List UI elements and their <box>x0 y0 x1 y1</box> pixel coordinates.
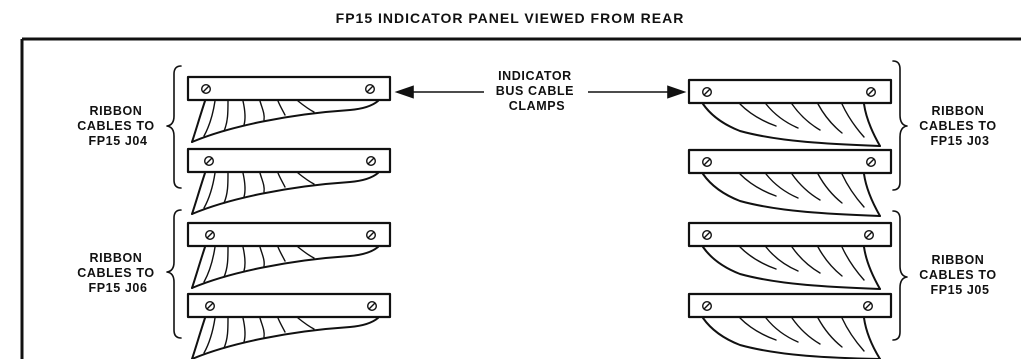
screw-icon <box>366 229 377 240</box>
label-line: RIBBON <box>90 251 143 265</box>
screw-icon <box>866 156 877 167</box>
brace-top-left <box>166 65 182 189</box>
center-label-line: BUS CABLE <box>496 84 574 98</box>
screw-icon <box>702 156 713 167</box>
ribbon-cable-left-4 <box>191 317 379 359</box>
label-line: FP15 J04 <box>88 134 147 148</box>
panel-frame <box>20 37 1021 359</box>
ribbon-cable-left-3 <box>191 246 379 289</box>
clamp-left-4 <box>186 292 392 319</box>
ribbon-cable-left-2 <box>191 172 379 215</box>
screw-icon <box>702 301 713 312</box>
center-label-line: INDICATOR <box>498 69 572 83</box>
screw-icon <box>863 301 874 312</box>
label-line: RIBBON <box>932 104 985 118</box>
screw-icon <box>204 301 215 312</box>
clamp-right-4 <box>687 292 893 319</box>
center-label: INDICATOR BUS CABLE CLAMPS <box>496 69 578 113</box>
ribbon-cable-right-1 <box>702 103 881 147</box>
label-top-right: RIBBON CABLES TO FP15 J03 <box>919 104 1000 148</box>
screw-icon <box>200 83 211 94</box>
right-clamps <box>687 78 893 319</box>
brace-top-right <box>892 60 908 191</box>
clamp-right-2 <box>687 148 893 175</box>
screw-icon <box>702 86 713 97</box>
screw-icon <box>866 86 877 97</box>
screw-icon <box>864 229 875 240</box>
screw-icon <box>366 155 377 166</box>
label-line: FP15 J03 <box>930 134 989 148</box>
ribbon-cables <box>191 100 881 359</box>
ribbon-cable-right-2 <box>702 173 881 217</box>
label-line: CABLES TO <box>919 268 996 282</box>
label-bottom-left: RIBBON CABLES TO FP15 J06 <box>77 251 158 295</box>
clamps <box>186 75 893 319</box>
label-bottom-right: RIBBON CABLES TO FP15 J05 <box>919 253 1000 297</box>
ribbon-cable-right-3 <box>702 246 881 290</box>
clamp-right-1 <box>687 78 893 105</box>
group-braces <box>166 60 908 341</box>
center-arrows <box>394 85 687 99</box>
clamp-left-1 <box>186 75 392 102</box>
clamp-left-2 <box>186 147 392 174</box>
label-line: FP15 J05 <box>930 283 989 297</box>
arrow-right-icon <box>667 85 687 99</box>
clamp-left-3 <box>186 221 392 248</box>
brace-bottom-left <box>166 209 182 339</box>
label-line: CABLES TO <box>77 119 154 133</box>
diagram-title: FP15 INDICATOR PANEL VIEWED FROM REAR <box>336 10 685 26</box>
ribbon-cable-right-4 <box>702 317 881 359</box>
left-clamps <box>186 75 392 319</box>
screw-icon <box>702 229 713 240</box>
label-line: CABLES TO <box>77 266 154 280</box>
label-line: FP15 J06 <box>88 281 147 295</box>
brace-bottom-right <box>892 210 908 341</box>
center-label-line: CLAMPS <box>509 99 565 113</box>
label-line: RIBBON <box>90 104 143 118</box>
clamp-right-3 <box>687 221 893 248</box>
screw-icon <box>367 301 378 312</box>
label-line: CABLES TO <box>919 119 996 133</box>
label-line: RIBBON <box>932 253 985 267</box>
label-top-left: RIBBON CABLES TO FP15 J04 <box>77 104 158 148</box>
screw-icon <box>365 83 376 94</box>
arrow-left-icon <box>394 85 414 99</box>
screw-icon <box>204 229 215 240</box>
ribbon-cable-left-1 <box>191 100 379 143</box>
screw-icon <box>203 155 214 166</box>
